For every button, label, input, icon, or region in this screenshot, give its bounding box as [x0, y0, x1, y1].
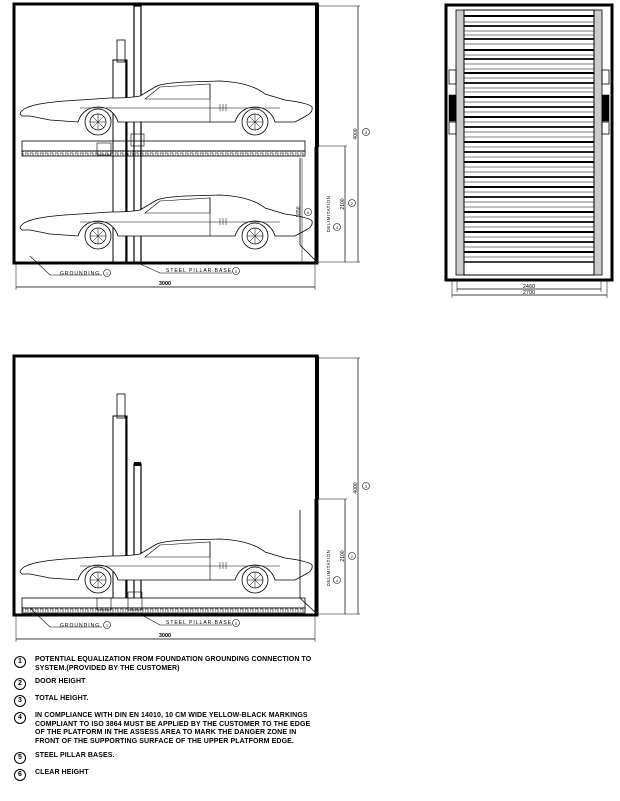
- inner-width-dimension: 2460: [523, 284, 535, 290]
- technical-drawing: GROUNDING 1 STEEL PILLAR BASE 5 3000 400…: [12, 2, 614, 642]
- legend-number: 5: [14, 751, 26, 764]
- legend-item-6: 6 CLEAR HEIGHT: [14, 768, 314, 781]
- legend-text: POTENTIAL EQUALIZATION FROM FOUNDATION G…: [35, 656, 312, 672]
- legend-text: CLEAR HEIGHT: [35, 768, 89, 776]
- svg-text:1: 1: [106, 271, 109, 276]
- legend-number: 4: [14, 712, 26, 725]
- legend-number: 6: [14, 768, 26, 781]
- legend-item-5: 5 STEEL PILLAR BASES.: [14, 751, 314, 764]
- legend-item-3: 3 TOTAL HEIGHT.: [14, 695, 314, 708]
- grounding-label: GROUNDING: [60, 623, 100, 629]
- svg-text:4: 4: [336, 225, 339, 230]
- door-height-dimension: 2100: [340, 198, 346, 209]
- clear-height-dimension: 1650: [296, 206, 302, 217]
- svg-text:3: 3: [365, 130, 368, 135]
- pillar-label: STEEL PILLAR BASE: [166, 620, 232, 626]
- svg-text:5: 5: [235, 621, 238, 626]
- legend: 1 POTENTIAL EQUALIZATION FROM FOUNDATION…: [14, 656, 314, 786]
- legend-text: DOOR HEIGHT: [35, 678, 86, 686]
- legend-text: IN COMPLIANCE WITH DIN EN 14010, 10 CM W…: [35, 712, 311, 745]
- legend-number: 1: [14, 656, 26, 668]
- legend-item-4: 4 IN COMPLIANCE WITH DIN EN 14010, 10 CM…: [14, 712, 314, 746]
- svg-text:2: 2: [351, 201, 354, 206]
- grounding-ref-marker: [103, 269, 111, 277]
- upper-side-view: GROUNDING 1 STEEL PILLAR BASE 5 3000 400…: [12, 2, 370, 290]
- legend-text: STEEL PILLAR BASES.: [35, 751, 115, 759]
- svg-text:3: 3: [365, 484, 368, 489]
- svg-text:1: 1: [106, 623, 109, 628]
- door-height-dimension: 2100: [340, 550, 346, 561]
- outer-width-dimension: 2700: [523, 290, 535, 296]
- svg-text:5: 5: [235, 269, 238, 274]
- svg-text:2: 2: [351, 554, 354, 559]
- svg-text:6: 6: [307, 210, 310, 215]
- legend-text: TOTAL HEIGHT.: [35, 695, 89, 703]
- total-height-dimension: 4000: [353, 128, 359, 139]
- legend-item-2: 2 DOOR HEIGHT: [14, 678, 314, 691]
- total-height-dimension: 4000: [353, 482, 359, 493]
- legend-number: 3: [14, 695, 26, 708]
- lower-side-view: GROUNDING 1 STEEL PILLAR BASE 5 3000 400…: [12, 354, 370, 642]
- width-dimension: 3000: [159, 281, 171, 287]
- plan-view: 2460 2700: [444, 3, 614, 298]
- grounding-label: GROUNDING: [60, 271, 100, 277]
- legend-item-1: 1 POTENTIAL EQUALIZATION FROM FOUNDATION…: [14, 656, 314, 673]
- width-dimension: 3000: [159, 633, 171, 639]
- legend-number: 2: [14, 678, 26, 691]
- svg-text:4: 4: [336, 578, 339, 583]
- delimitation-label: DELIMITATION: [326, 550, 331, 587]
- pillar-label: STEEL PILLAR BASE: [166, 268, 232, 274]
- delimitation-label: DELIMITATION: [326, 196, 331, 233]
